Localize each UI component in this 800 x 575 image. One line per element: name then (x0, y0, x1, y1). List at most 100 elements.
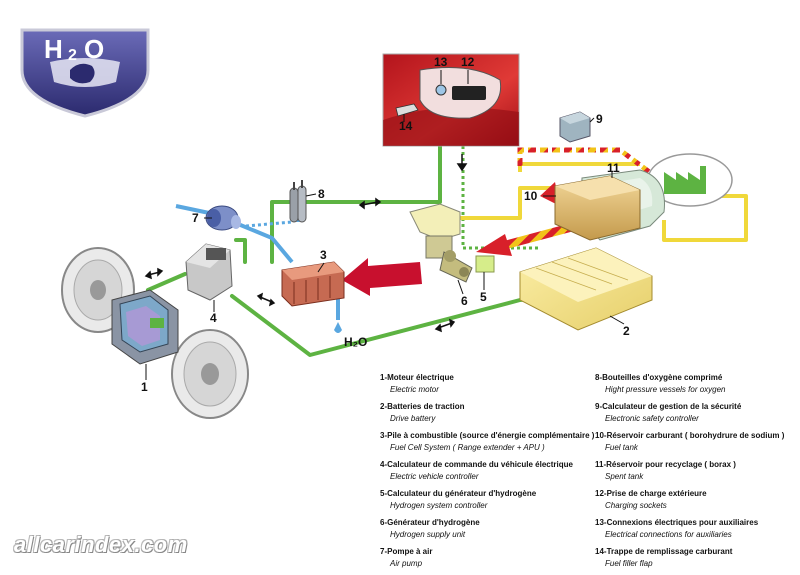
signal-line-dotted (461, 116, 540, 250)
legend-fr: 13-Connexions électriques pour auxiliair… (595, 518, 759, 527)
callout-13: 13 (434, 55, 448, 69)
callout-12: 12 (461, 55, 475, 69)
legend-en: Fuel filler flap (605, 559, 653, 568)
legend-en: Electronic safety controller (605, 414, 699, 423)
callout-11: 11 (607, 161, 620, 175)
logo-h: H (44, 34, 63, 64)
callout-7: 7 (192, 211, 199, 225)
callout-4: 4 (210, 311, 217, 325)
double-arrow-icon (144, 267, 164, 280)
charging-socket-icon (452, 86, 486, 100)
callout-1: 1 (141, 380, 148, 394)
wheel-front (171, 329, 249, 419)
legend-en: Spent tank (605, 472, 644, 481)
air-pump (205, 205, 241, 231)
legend-item-10: 10-Réservoir carburant ( borohydrure de … (595, 430, 800, 454)
electric-motor (111, 289, 179, 365)
borax-recycling-line (517, 147, 662, 182)
legend-en: Fuel tank (605, 443, 638, 452)
legend-item-1: 1-Moteur électrique Electric motor (380, 372, 610, 396)
oxygen-dotted-hose (245, 220, 293, 228)
legend-item-12: 12-Prise de charge extérieure Charging s… (595, 488, 800, 512)
h2o-badge-logo: H 2 O (20, 28, 150, 118)
legend-item-9: 9-Calculateur de gestion de la sécurité … (595, 401, 800, 425)
hydrogen-supply-unit (409, 203, 473, 283)
legend-item-14: 14-Trappe de remplissage carburant Fuel … (595, 546, 800, 570)
legend-en: Electric motor (390, 385, 439, 394)
callout-3: 3 (320, 248, 327, 262)
legend-en: Air pump (390, 559, 423, 568)
legend-en: Charging sockets (605, 501, 667, 510)
legend-item-2: 2-Batteries de traction Drive battery (380, 401, 610, 425)
wire-controller-to-motor (146, 272, 187, 292)
legend-fr: 11-Réservoir pour recyclage ( borax ) (595, 460, 736, 469)
air-to-fuelcell-hose (237, 222, 294, 264)
legend-item-11: 11-Réservoir pour recyclage ( borax ) Sp… (595, 459, 800, 483)
legend-en: Drive battery (390, 414, 436, 423)
fuel-line-to-tank (440, 186, 560, 220)
aux-connector-icon (435, 84, 447, 96)
lion-head-icon (70, 63, 95, 84)
legend-left: 1-Moteur électrique Electric motor 2-Bat… (380, 372, 610, 575)
legend-item-6: 6-Générateur d'hydrogène Hydrogen supply… (380, 517, 610, 541)
hydrogen-flow-arrow (342, 258, 422, 296)
wire-controller-to-battery (230, 294, 542, 357)
fuel-filler-flap-icon (395, 103, 419, 117)
connection-arrows (144, 154, 468, 333)
legend-fr: 9-Calculateur de gestion de la sécurité (595, 402, 742, 411)
legend-right: 8-Bouteilles d'oxygène comprimé Hight pr… (595, 372, 800, 575)
legend-en: Fuel Cell System ( Range extender + APU … (390, 443, 545, 452)
legend-fr: 6-Générateur d'hydrogène (380, 518, 480, 527)
fuel-tank (554, 175, 641, 241)
double-arrow-icon (256, 292, 276, 307)
safety-controller (559, 111, 591, 143)
legend-item-5: 5-Calculateur du générateur d'hydrogène … (380, 488, 610, 512)
water-drop-icon (334, 322, 342, 333)
fuel-line-spent-return (662, 194, 748, 242)
double-arrow-icon (358, 197, 382, 210)
legend-item-8: 8-Bouteilles d'oxygène comprimé Hight pr… (595, 372, 800, 396)
legend-fr: 8-Bouteilles d'oxygène comprimé (595, 373, 723, 382)
legend-fr: 12-Prise de charge extérieure (595, 489, 707, 498)
double-arrow-icon (434, 318, 456, 333)
air-hoses (175, 204, 342, 333)
legend-item-4: 4-Calculateur de commande du véhicule él… (380, 459, 610, 483)
callout-14: 14 (399, 119, 413, 133)
legend-en: Electric vehicle controller (390, 472, 479, 481)
legend-fr: 7-Pompe à air (380, 547, 433, 556)
callout-5: 5 (480, 290, 487, 304)
water-output-label: H₂O (344, 335, 367, 349)
callout-10: 10 (524, 189, 538, 203)
drive-battery (519, 247, 653, 331)
callout-9: 9 (596, 112, 603, 126)
legend-fr: 4-Calculateur de commande du véhicule él… (380, 460, 573, 469)
callout-8: 8 (318, 187, 325, 201)
logo-o: O (84, 34, 104, 64)
callout-6: 6 (461, 294, 468, 308)
site-watermark: allcarindex.com (14, 532, 188, 557)
wire-fuelcell-to-controller (234, 238, 247, 264)
legend-en: Hight pressure vessels for oxygen (605, 385, 726, 394)
factory-icon (664, 166, 706, 194)
car-body-closeup (382, 53, 520, 147)
down-arrow-icon (456, 154, 468, 172)
legend-fr: 3-Pile à combustible (source d'énergie c… (380, 431, 595, 440)
legend-en: Electrical connections for auxiliaries (605, 530, 732, 539)
wire-socket-to-controller (270, 138, 442, 264)
callout-2: 2 (623, 324, 630, 338)
leader-lines (145, 117, 625, 380)
legend-en: Hydrogen system controller (390, 501, 488, 510)
legend-en: Hydrogen supply unit (390, 530, 466, 539)
legend-item-7: 7-Pompe à air Air pump (380, 546, 610, 570)
legend-item-13: 13-Connexions électriques pour auxiliair… (595, 517, 800, 541)
vehicle-controller (185, 243, 233, 301)
hydrogen-system-controller (475, 255, 495, 273)
legend-item-3: 3-Pile à combustible (source d'énergie c… (380, 430, 610, 454)
legend-fr: 2-Batteries de traction (380, 402, 465, 411)
legend-fr: 14-Trappe de remplissage carburant (595, 547, 733, 556)
legend-fr: 5-Calculateur du générateur d'hydrogène (380, 489, 537, 498)
fuel-cell (281, 261, 345, 307)
legend-fr: 1-Moteur électrique (380, 373, 454, 382)
fuel-line-refill (518, 162, 640, 172)
